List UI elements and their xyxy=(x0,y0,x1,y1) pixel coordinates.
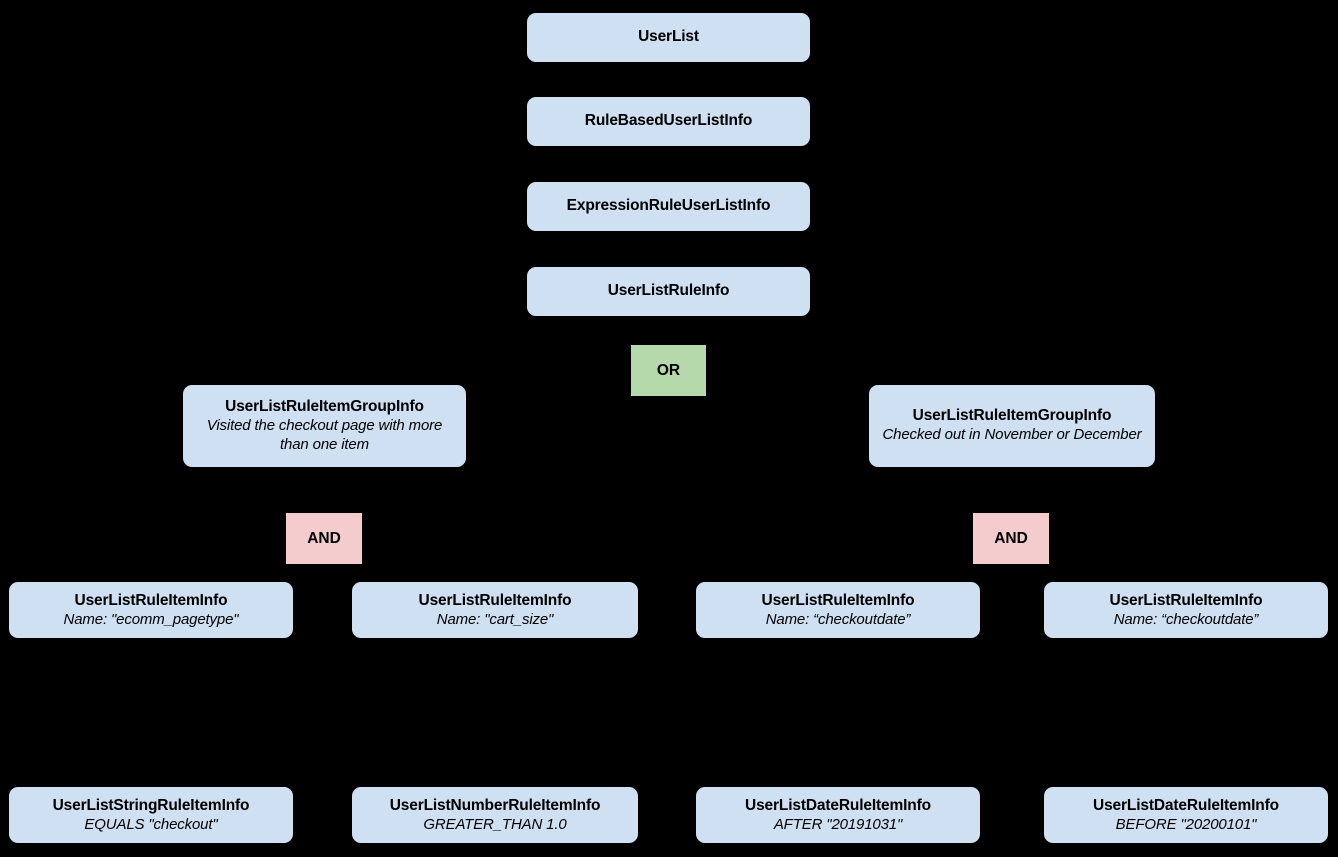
node-leaf-2[interactable]: UserListNumberRuleItemInfo GREATER_THAN … xyxy=(352,787,638,843)
node-subtitle: Checked out in November or December xyxy=(882,426,1142,444)
connector-arrow-right-group xyxy=(973,374,995,386)
node-title: UserListRuleItemInfo xyxy=(418,591,572,609)
node-subtitle: BEFORE "20200101" xyxy=(1115,815,1257,833)
operator-label: AND xyxy=(994,529,1028,547)
node-title: UserListRuleItemInfo xyxy=(1109,591,1263,609)
node-title: UserListRuleItemInfo xyxy=(74,591,228,609)
operator-and-left[interactable]: AND xyxy=(286,513,362,564)
operator-label: AND xyxy=(307,529,341,547)
node-leaf-1[interactable]: UserListStringRuleItemInfo EQUALS "check… xyxy=(9,787,293,843)
node-title: ExpressionRuleUserListInfo xyxy=(566,197,771,215)
operator-or-root[interactable]: OR xyxy=(631,345,706,396)
node-title: UserListRuleItemGroupInfo xyxy=(912,407,1112,425)
operator-label: OR xyxy=(656,361,681,379)
node-title: UserListNumberRuleItemInfo xyxy=(389,796,601,814)
node-subtitle: Visited the checkout page with more than… xyxy=(206,417,443,453)
connector-arrow-left-group xyxy=(313,374,335,386)
node-expression-rule-user-list-info[interactable]: ExpressionRuleUserListInfo xyxy=(527,182,810,231)
node-rule-based-user-list-info[interactable]: RuleBasedUserListInfo xyxy=(527,97,810,146)
node-title: UserList xyxy=(638,28,699,46)
node-group-right[interactable]: UserListRuleItemGroupInfo Checked out in… xyxy=(869,385,1155,467)
node-item-4[interactable]: UserListRuleItemInfo Name: “checkoutdate… xyxy=(1044,582,1328,638)
node-title: UserListStringRuleItemInfo xyxy=(52,796,250,814)
node-subtitle: Name: "cart_size" xyxy=(436,610,554,628)
operator-and-right[interactable]: AND xyxy=(973,513,1049,564)
node-title: UserListRuleItemInfo xyxy=(761,591,915,609)
node-item-3[interactable]: UserListRuleItemInfo Name: “checkoutdate… xyxy=(696,582,980,638)
node-subtitle: Name: "ecomm_pagetype" xyxy=(63,610,239,628)
node-subtitle: Name: “checkoutdate” xyxy=(1113,610,1259,628)
node-user-list-rule-info[interactable]: UserListRuleInfo xyxy=(527,267,810,316)
node-item-1[interactable]: UserListRuleItemInfo Name: "ecomm_pagety… xyxy=(9,582,293,638)
node-subtitle: GREATER_THAN 1.0 xyxy=(423,815,567,833)
node-item-2[interactable]: UserListRuleItemInfo Name: "cart_size" xyxy=(352,582,638,638)
node-title: RuleBasedUserListInfo xyxy=(584,112,753,130)
node-title: UserListDateRuleItemInfo xyxy=(1093,796,1279,814)
node-leaf-4[interactable]: UserListDateRuleItemInfo BEFORE "2020010… xyxy=(1044,787,1328,843)
node-group-left[interactable]: UserListRuleItemGroupInfo Visited the ch… xyxy=(183,385,466,467)
node-subtitle: AFTER "20191031" xyxy=(773,815,903,833)
node-user-list[interactable]: UserList xyxy=(527,13,810,62)
node-subtitle: EQUALS "checkout" xyxy=(84,815,218,833)
node-title: UserListRuleInfo xyxy=(607,282,730,300)
node-title: UserListDateRuleItemInfo xyxy=(745,796,931,814)
node-title: UserListRuleItemGroupInfo xyxy=(225,398,424,416)
node-subtitle: Name: “checkoutdate” xyxy=(765,610,911,628)
node-leaf-3[interactable]: UserListDateRuleItemInfo AFTER "20191031… xyxy=(696,787,980,843)
